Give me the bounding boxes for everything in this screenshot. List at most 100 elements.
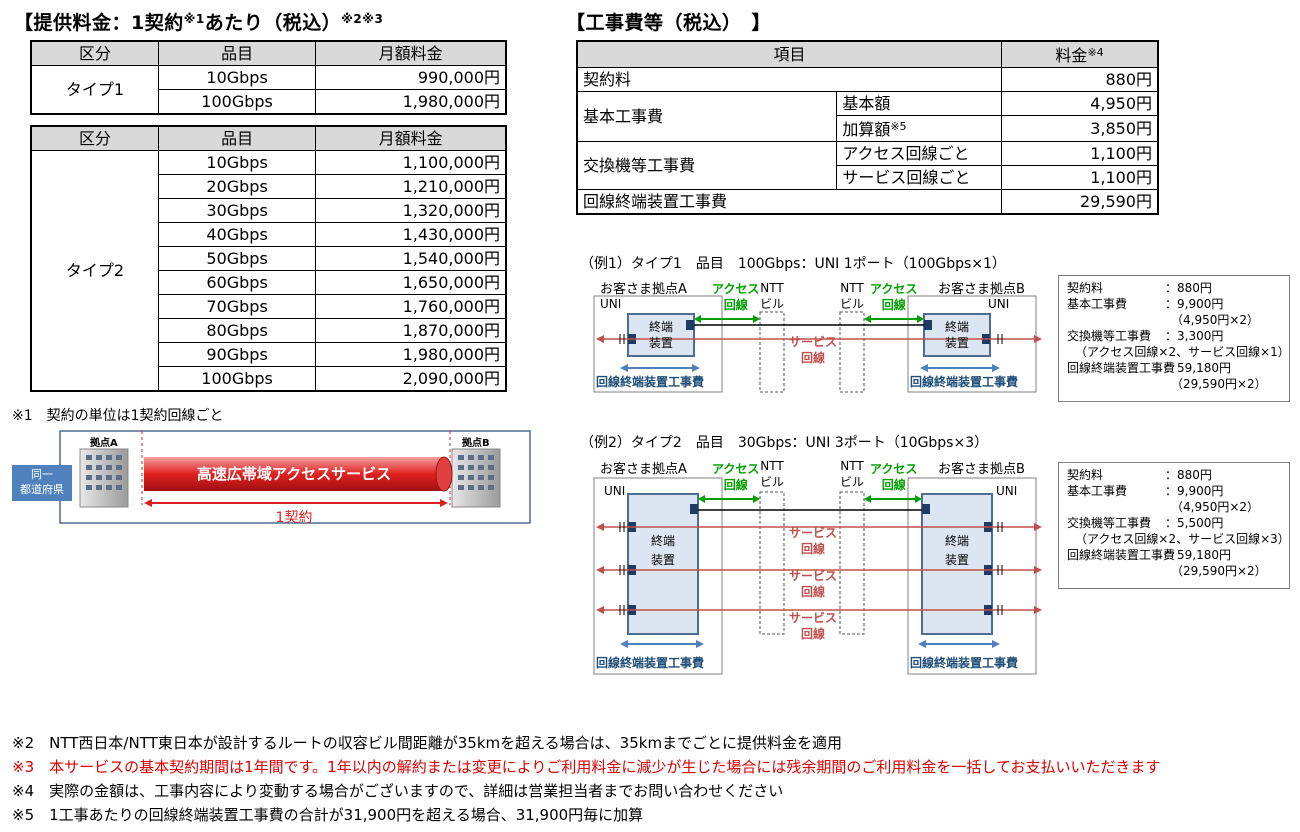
ex2-device-a-label: 終端装置 xyxy=(628,532,698,570)
table2-item: 50Gbps xyxy=(157,246,317,271)
summary-label: 契約料 xyxy=(1067,281,1104,295)
table3-header-price-text: 料金 xyxy=(1055,46,1088,65)
ex2-work-b: 回線終端装置工事費 xyxy=(910,656,1019,670)
table2-price: 1,540,000円 xyxy=(315,246,507,271)
ex1-device-a-1: 終端 xyxy=(648,320,673,334)
summary-row: 基本工事費 ：9,900円 xyxy=(1067,296,1281,312)
table-row: サービス回線ごと 1,100円 xyxy=(577,165,1159,190)
table-row: タイプ1 10Gbps 990,000円 xyxy=(30,65,507,115)
summary-row: 契約料：880円 xyxy=(1067,467,1281,483)
ex1-access-a-2: 回線 xyxy=(723,298,748,312)
ex1-service-label: サービス回線 xyxy=(786,334,840,366)
table2-price: 1,870,000円 xyxy=(315,318,507,343)
table3-header-price-sup: ※4 xyxy=(1087,46,1104,59)
ex2-service-3b: 回線 xyxy=(800,627,825,641)
table1-item: 100Gbps xyxy=(157,89,317,115)
summary-row: （4,950円×2） xyxy=(1171,500,1260,514)
ex2-access-b-1: アクセス xyxy=(870,462,918,476)
summary-label: 基本工事費 xyxy=(1067,297,1128,311)
table3-sub: サービス回線ごと xyxy=(836,165,1003,190)
ex2-ntt-b-1: NTT xyxy=(840,459,864,473)
ex2-service-label-3: サービス回線 xyxy=(786,610,840,642)
left-title-sup1: ※1 xyxy=(183,12,205,26)
ex1-device-b-1: 終端 xyxy=(944,320,969,334)
summary-value: ：9,900円 xyxy=(1165,484,1224,498)
ex1-ntt-b-1: NTT xyxy=(840,281,864,295)
site-a-label: 拠点A xyxy=(90,438,118,449)
site-b-label: 拠点B xyxy=(462,438,490,449)
table3-label: 基本工事費 xyxy=(576,91,838,142)
summary-row: （4,950円×2） xyxy=(1171,313,1260,327)
table2-price: 1,760,000円 xyxy=(315,294,507,319)
example1-diagram: お客さま拠点A お客さま拠点B UNI UNI アクセス回線 アクセス回線 NT… xyxy=(590,272,1050,400)
ex2-ntt-b xyxy=(839,491,865,635)
table2-price: 1,320,000円 xyxy=(315,198,507,223)
table1-price: 990,000円 xyxy=(315,65,507,90)
contract-diagram: 拠点A 拠点B 同一 都道府県 高速広帯域アクセスサービス 1契約 xyxy=(10,427,535,527)
table2-item: 80Gbps xyxy=(157,318,317,343)
pref-line-2: 都道府県 xyxy=(20,483,64,496)
table-row: 加算額※5 3,850円 xyxy=(577,115,1159,142)
table2-item: 30Gbps xyxy=(157,198,317,223)
ex1-ntt-a-2: ビル xyxy=(760,297,785,311)
summary-value: ：9,900円 xyxy=(1165,297,1224,311)
table2-item: 60Gbps xyxy=(157,270,317,295)
table2-price: 1,100,000円 xyxy=(315,150,507,175)
ex2-site-a-label: お客さま拠点A xyxy=(600,462,687,477)
pref-box xyxy=(12,465,72,501)
ex1-access-a: アクセス回線 xyxy=(712,281,759,313)
ex2-service-label-1: サービス回線 xyxy=(786,525,840,557)
summary-row: 回線終端装置工事費：59,180円 xyxy=(1067,547,1281,563)
ex1-device-a-label: 終端装置 xyxy=(628,319,694,351)
table1-price: 1,980,000円 xyxy=(315,89,507,115)
summary-value: ：3,300円 xyxy=(1165,329,1224,343)
footnote-4: ※4 実際の金額は、工事内容により変動する場合がございますので、詳細は営業担当者… xyxy=(12,782,784,800)
summary-row: 基本工事費：9,900円 xyxy=(1067,483,1281,499)
table3-price: 3,850円 xyxy=(1001,115,1159,142)
summary-value: ：880円 xyxy=(1165,468,1212,482)
ex1-device-b-2: 装置 xyxy=(944,336,969,350)
table2-item: 10Gbps xyxy=(157,150,317,175)
ex2-service-2a: サービス xyxy=(788,569,837,583)
ex1-access-b: アクセス回線 xyxy=(870,281,917,313)
ex1-uni-b: UNI xyxy=(988,297,1010,311)
note-1: ※1 契約の単位は1契約回線ごと xyxy=(12,408,224,424)
table2-item: 70Gbps xyxy=(157,294,317,319)
ex2-device-b-1: 終端 xyxy=(944,534,969,548)
span-label: 1契約 xyxy=(275,510,313,526)
left-title-sup2: ※2※3 xyxy=(341,12,384,26)
ex2-device-a-2: 装置 xyxy=(650,553,675,567)
service-pipe xyxy=(144,457,444,491)
ex2-ntt-a xyxy=(759,491,785,635)
summary-value: ：59,180円 xyxy=(1165,361,1231,375)
table2-price: 1,430,000円 xyxy=(315,222,507,247)
summary-row: （アクセス回線×2、サービス回線×1） xyxy=(1075,345,1290,359)
table1-item: 10Gbps xyxy=(157,65,317,90)
table3-sub-sup: ※5 xyxy=(890,120,907,133)
summary-row: 交換機等工事費：3,300円 xyxy=(1067,328,1281,344)
ex1-device-a-2: 装置 xyxy=(648,336,673,350)
ex1-ntt-b xyxy=(839,311,865,393)
table-row: 交換機等工事費 アクセス回線ごと 1,100円 xyxy=(576,141,1159,190)
ex1-ntt-a-1: NTT xyxy=(760,281,784,295)
footnote-2: ※2 NTT西日本/NTT東日本が設計するルートの収容ビル間距離が35kmを超え… xyxy=(12,734,843,752)
summary-value: ：59,180円 xyxy=(1165,548,1231,562)
table2-header-item: 品目 xyxy=(157,125,317,151)
table1-group: タイプ1 xyxy=(30,65,159,115)
example2-summary: 契約料：880円 基本工事費：9,900円 （4,950円×2） 交換機等工事費… xyxy=(1058,462,1290,589)
table3-sub-text: 加算額 xyxy=(842,120,891,139)
ex2-uni-a: UNI xyxy=(604,484,626,498)
service-label: 高速広帯域アクセスサービス xyxy=(196,465,392,483)
construction-fee-table: 項目 料金※4 契約料 880円 基本工事費 基本額 4,950円 加算額※5 … xyxy=(576,40,1159,215)
table-row: 契約料 880円 xyxy=(576,67,1159,92)
summary-row: 回線終端装置工事費：59,180円 xyxy=(1067,360,1281,376)
building-b-icon xyxy=(451,448,501,508)
example1-title: （例1）タイプ1 品目 100Gbps：UNI 1ポート（100Gbps×1） xyxy=(580,256,1006,272)
example2-title: （例2）タイプ2 品目 30Gbps：UNI 3ポート（10Gbps×3） xyxy=(580,435,989,451)
summary-value: ：880円 xyxy=(1165,281,1212,295)
summary-row: （アクセス回線×2、サービス回線×3） xyxy=(1075,532,1290,546)
